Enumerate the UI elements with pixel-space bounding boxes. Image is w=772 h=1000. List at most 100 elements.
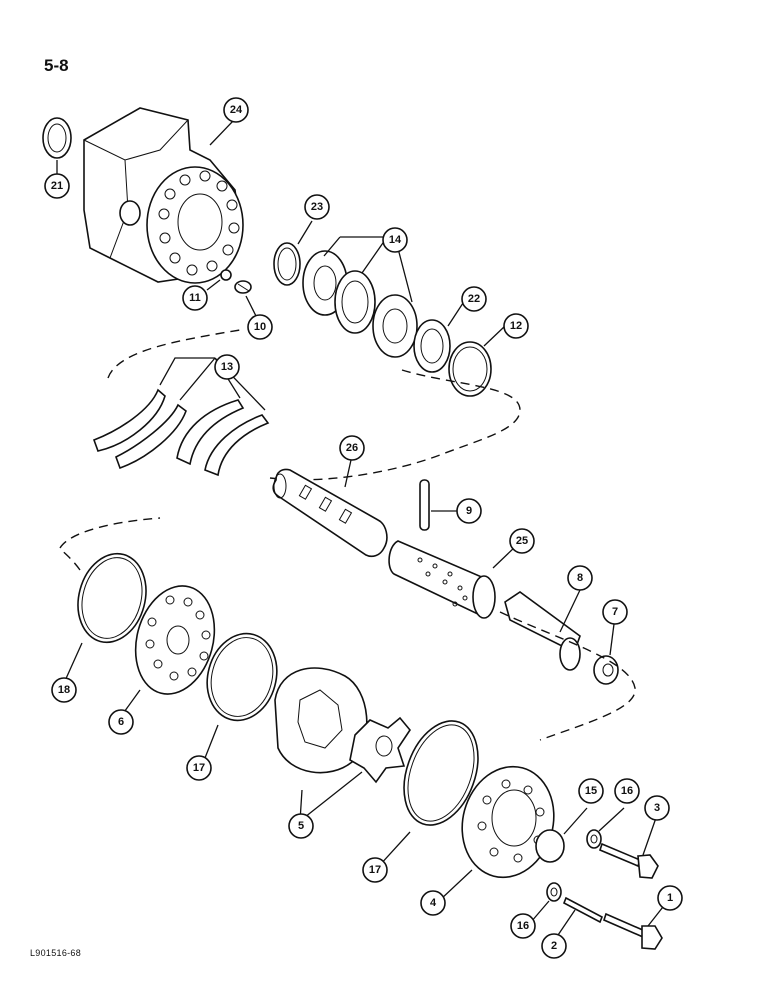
callout-21: 21 (44, 173, 70, 199)
callout-12: 12 (503, 313, 529, 339)
leader-16a (598, 807, 625, 832)
leader-17a (202, 724, 219, 764)
svg-text:17: 17 (369, 864, 381, 876)
group-outline-lower (59, 517, 636, 741)
thrust-bearing-14 (302, 250, 418, 358)
callout-17-upper: 17 (186, 755, 212, 781)
svg-text:12: 12 (510, 320, 522, 332)
callout-25: 25 (509, 528, 535, 554)
valve-plate-6 (134, 585, 216, 695)
callout-11: 11 (182, 285, 208, 311)
callout-5: 5 (288, 813, 314, 839)
leader-4 (439, 869, 473, 901)
svg-text:21: 21 (51, 180, 63, 192)
callout-10: 10 (247, 314, 273, 340)
callout-16-lower: 16 (510, 913, 536, 939)
svg-text:17: 17 (193, 762, 205, 774)
leader-8 (559, 589, 581, 633)
bearing-shells-13 (92, 388, 270, 477)
plug-10 (234, 280, 252, 294)
leader-7 (609, 623, 615, 656)
svg-text:8: 8 (577, 572, 583, 584)
svg-text:13: 13 (221, 361, 233, 373)
drive-shaft-8 (504, 591, 581, 671)
svg-text:1: 1 (667, 892, 673, 904)
callout-13: 13 (214, 354, 240, 380)
spool-26 (272, 468, 388, 558)
callout-6: 6 (108, 709, 134, 735)
figure-reference: L901516-68 (30, 948, 82, 958)
group-outline-upper (107, 329, 521, 481)
callout-24: 24 (223, 97, 249, 123)
page-number: 5-8 (44, 56, 69, 75)
callout-23: 23 (304, 194, 330, 220)
callout-9: 9 (456, 498, 482, 524)
svg-text:18: 18 (58, 684, 70, 696)
svg-text:10: 10 (254, 321, 266, 333)
callout-16-upper: 16 (614, 778, 640, 804)
svg-text:7: 7 (612, 606, 618, 618)
leader-10 (245, 295, 257, 317)
housing-24 (83, 107, 244, 284)
gerotor-set-5 (274, 667, 411, 784)
retaining-ring-23 (273, 242, 301, 286)
seal-ring-21 (42, 117, 72, 159)
leader-2 (555, 909, 576, 939)
svg-text:22: 22 (468, 293, 480, 305)
seal-ring-17-lower (403, 720, 479, 826)
leader-23 (297, 220, 313, 245)
washer-7 (593, 655, 619, 685)
svg-text:4: 4 (430, 897, 437, 909)
svg-text:15: 15 (585, 785, 597, 797)
callout-17-lower: 17 (362, 857, 388, 883)
leader-3 (642, 814, 658, 856)
svg-text:25: 25 (516, 535, 528, 547)
svg-text:14: 14 (389, 234, 402, 246)
callout-4: 4 (420, 890, 446, 916)
callout-22: 22 (461, 286, 487, 312)
callout-15: 15 (578, 778, 604, 804)
pin-9 (419, 479, 430, 531)
plug-plate-15 (535, 829, 565, 863)
leader-26 (344, 459, 352, 488)
ball-11 (220, 269, 232, 281)
svg-text:2: 2 (551, 940, 557, 952)
leader-18 (63, 642, 83, 684)
svg-text:16: 16 (621, 785, 633, 797)
svg-text:26: 26 (346, 442, 358, 454)
callout-8: 8 (567, 565, 593, 591)
spacer-ring-22 (413, 319, 451, 373)
svg-text:11: 11 (189, 292, 201, 304)
callout-7: 7 (602, 599, 628, 625)
svg-text:6: 6 (118, 716, 124, 728)
svg-text:23: 23 (311, 201, 323, 213)
svg-text:24: 24 (230, 104, 243, 116)
svg-text:9: 9 (466, 505, 472, 517)
leader-22 (447, 299, 466, 327)
callout-14: 14 (382, 227, 408, 253)
ring-12 (448, 341, 492, 397)
bolt-1 (603, 912, 663, 950)
callout-26: 26 (339, 435, 365, 461)
seal-ring-17-upper (206, 632, 278, 722)
leader-17b (378, 831, 411, 867)
leader-15 (563, 807, 588, 835)
leader-16b (530, 900, 550, 923)
pin-2 (562, 896, 604, 924)
leader-5 (299, 771, 363, 822)
sleeve-25 (388, 540, 496, 619)
svg-text:5: 5 (298, 820, 304, 832)
svg-text:16: 16 (517, 920, 529, 932)
svg-text:3: 3 (654, 802, 660, 814)
callout-2: 2 (541, 933, 567, 959)
o-ring-18 (77, 552, 147, 644)
leader-12 (483, 325, 506, 347)
washer-16-upper (586, 829, 602, 849)
callout-18: 18 (51, 677, 77, 703)
leader-13 (159, 357, 266, 411)
leader-11 (206, 279, 221, 291)
callout-1: 1 (657, 885, 683, 911)
washer-16-lower (546, 882, 562, 902)
callout-3: 3 (644, 795, 670, 821)
